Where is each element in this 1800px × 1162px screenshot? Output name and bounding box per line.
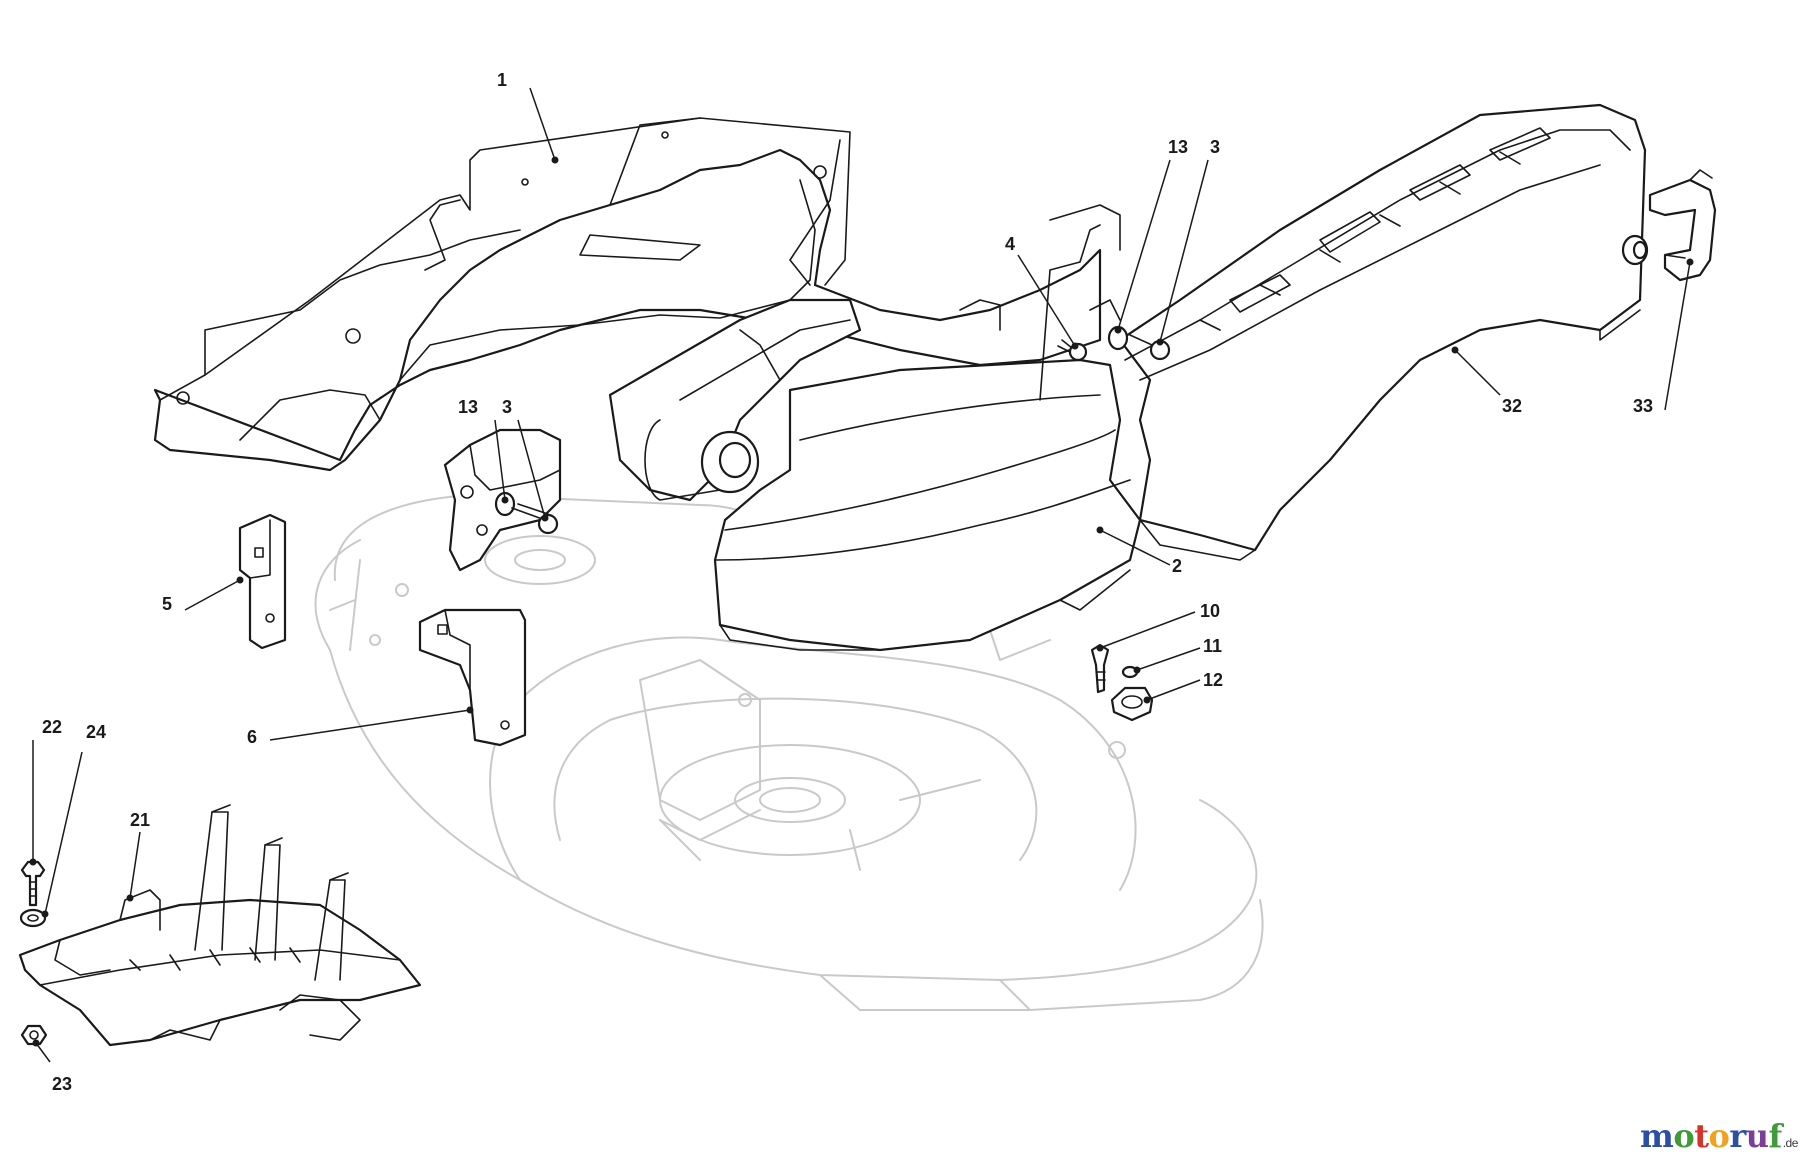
callout-2: 2 xyxy=(1172,556,1182,576)
bracket-part-6 xyxy=(418,608,527,747)
callout-10: 10 xyxy=(1200,601,1220,621)
nut-part-23 xyxy=(20,1024,48,1046)
callout-labels: 1 13 3 4 13 3 5 6 2 10 11 12 32 33 22 24… xyxy=(42,70,1653,1094)
logo-letter: r xyxy=(1729,1117,1746,1155)
deck-ghost-outline xyxy=(314,494,1264,1011)
callout-3-left: 3 xyxy=(502,397,512,417)
logo-letter: f xyxy=(1768,1117,1782,1155)
callout-24: 24 xyxy=(86,722,106,742)
motoruf-watermark-logo: m o t o r u f .de xyxy=(1640,1117,1798,1157)
callout-32: 32 xyxy=(1502,396,1522,416)
callout-13-right: 13 xyxy=(1168,137,1188,157)
washer-part-24 xyxy=(19,908,47,928)
logo-letter: u xyxy=(1745,1117,1769,1155)
discharge-chute-part-32 xyxy=(1118,103,1649,561)
bracket-part-5 xyxy=(238,513,287,650)
leader-lines xyxy=(32,87,1691,1063)
callout-22: 22 xyxy=(42,717,62,737)
housing-part-1 xyxy=(153,117,1121,472)
mulch-insert-part-21 xyxy=(18,804,422,1047)
callout-4: 4 xyxy=(1005,234,1015,254)
bolt-part-22 xyxy=(20,860,46,907)
callout-5: 5 xyxy=(162,594,172,614)
hardware-right-13-3 xyxy=(1107,325,1171,361)
callout-3-right: 3 xyxy=(1210,137,1220,157)
callout-11: 11 xyxy=(1203,636,1222,656)
fastener-stack-10-11-12 xyxy=(1090,643,1154,722)
logo-letter: o xyxy=(1708,1117,1730,1155)
callout-33: 33 xyxy=(1633,396,1653,416)
logo-letter: t xyxy=(1694,1117,1709,1155)
logo-tld: .de xyxy=(1782,1136,1799,1150)
callout-21: 21 xyxy=(130,810,150,830)
callout-23: 23 xyxy=(52,1074,72,1094)
logo-letter: o xyxy=(1673,1117,1695,1155)
callout-13-left: 13 xyxy=(458,397,478,417)
latch-clip-part-33 xyxy=(1648,169,1717,282)
callout-1: 1 xyxy=(497,70,507,90)
callout-12: 12 xyxy=(1203,670,1223,690)
logo-letter: m xyxy=(1640,1117,1674,1155)
leader-dots xyxy=(29,156,1694,1047)
callout-6: 6 xyxy=(247,727,257,747)
center-arm-tube xyxy=(608,298,862,502)
